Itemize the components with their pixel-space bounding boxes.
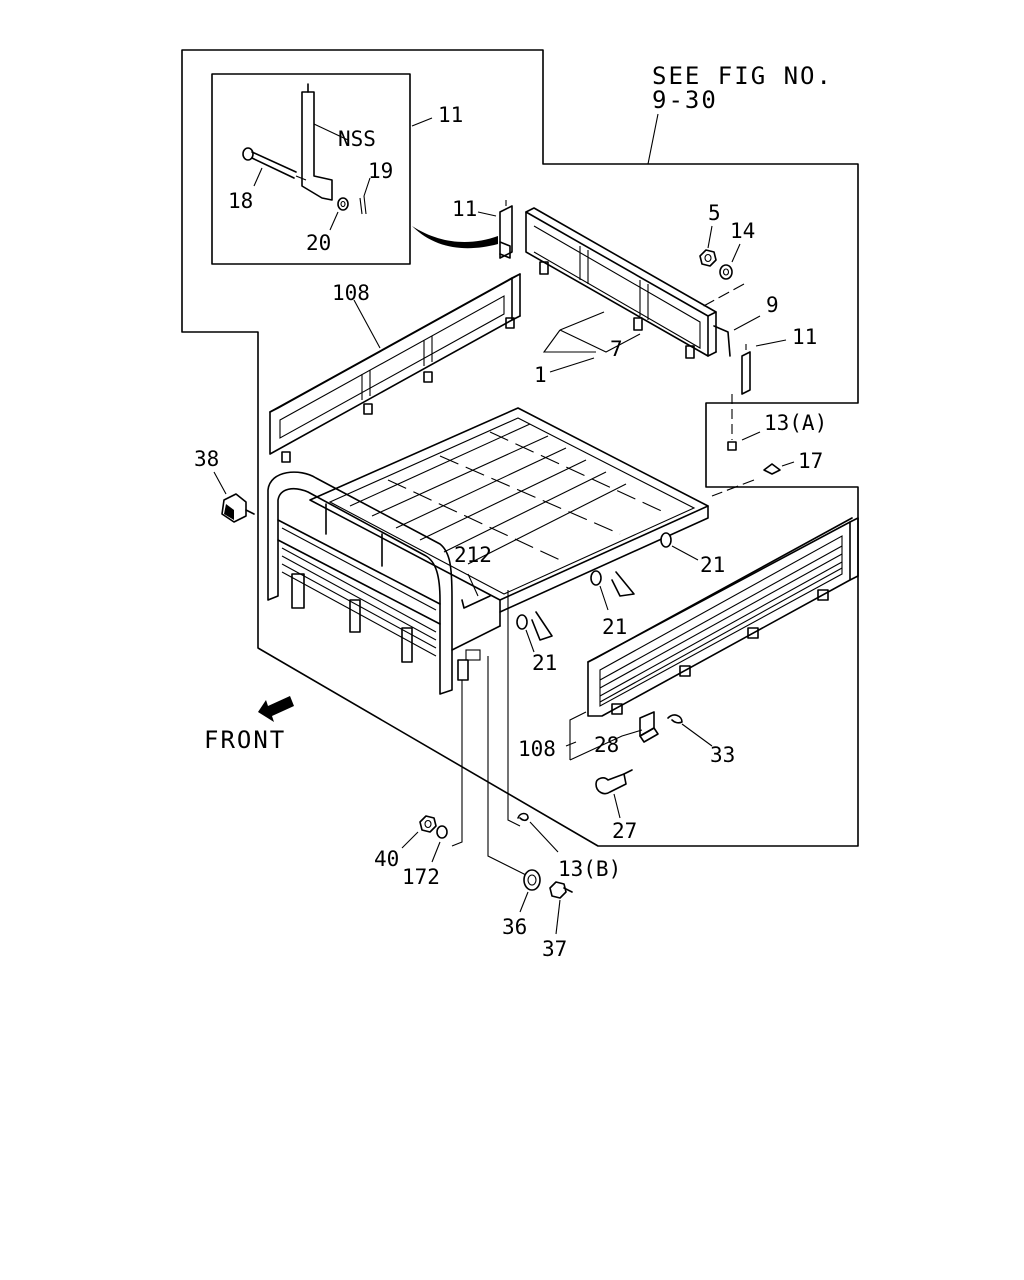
hinge-right <box>713 315 787 395</box>
parts-40-172 <box>401 815 448 863</box>
reference-line-1: SEE FIG NO. <box>652 62 833 90</box>
hinge-left <box>477 200 513 259</box>
callout-36: 36 <box>502 915 527 939</box>
callout-9: 9 <box>766 293 779 317</box>
callout-33: 33 <box>710 743 735 767</box>
callout-108-bottom: 108 <box>518 737 556 761</box>
platform-bed <box>309 407 709 653</box>
callout-38: 38 <box>194 447 219 471</box>
callout-7: 7 <box>610 337 623 361</box>
reference-note: SEE FIG NO. 9-30 <box>652 62 833 114</box>
callout-28: 28 <box>594 733 619 757</box>
callout-21-a: 21 <box>700 553 725 577</box>
nut-and-washer <box>699 225 745 309</box>
reference-line-2: 9-30 <box>652 86 718 114</box>
callout-17: 17 <box>798 449 823 473</box>
callout-11-right: 11 <box>792 325 817 349</box>
inset-detail-box <box>211 73 433 265</box>
callout-37: 37 <box>542 937 567 961</box>
callout-nss: NSS <box>338 127 376 151</box>
callout-13a: 13(A) <box>764 411 827 435</box>
side-gate-right <box>587 517 859 717</box>
parts-27-28-33 <box>565 711 713 819</box>
headboard <box>267 471 501 695</box>
side-gate-left <box>269 273 521 463</box>
callout-11-left: 11 <box>452 197 477 221</box>
callout-212: 212 <box>454 543 492 567</box>
callout-21-b: 21 <box>602 615 627 639</box>
callout-20: 20 <box>306 231 331 255</box>
front-label: FRONT <box>204 726 286 754</box>
group-outline <box>181 49 859 847</box>
callout-18: 18 <box>228 189 253 213</box>
callout-21-c: 21 <box>532 651 557 675</box>
callout-19: 19 <box>368 159 393 183</box>
detail-arrow <box>412 226 498 249</box>
callout-11-inset: 11 <box>438 103 463 127</box>
callout-108-top: 108 <box>332 281 370 305</box>
front-arrow <box>258 696 294 722</box>
callout-14: 14 <box>730 219 755 243</box>
lower-leaders <box>451 590 529 877</box>
callout-13b: 13(B) <box>558 857 621 881</box>
callout-40: 40 <box>374 847 399 871</box>
callout-5: 5 <box>708 201 721 225</box>
parts-36-37 <box>519 869 573 935</box>
callout-1: 1 <box>534 363 547 387</box>
callout-labels: 11 NSS 19 18 20 11 5 14 9 11 108 7 1 13(… <box>194 103 827 961</box>
callout-172: 172 <box>402 865 440 889</box>
part-38 <box>213 471 255 523</box>
rear-gate <box>525 207 717 359</box>
callout-27: 27 <box>612 819 637 843</box>
